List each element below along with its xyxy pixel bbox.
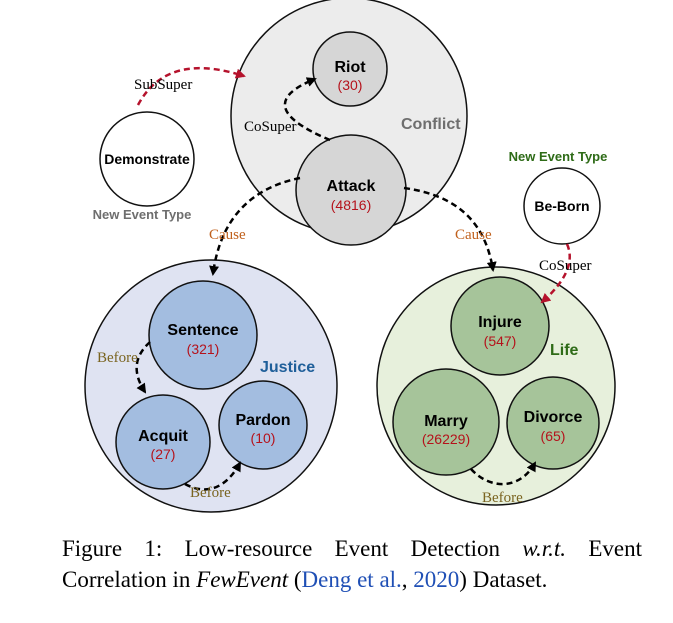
marry-name: Marry	[424, 413, 468, 430]
caption-dataset: FewEvent	[196, 567, 289, 592]
citation-author-link[interactable]: Deng et al.	[301, 567, 402, 592]
marry-count: (26229)	[422, 431, 470, 447]
cause-life-arrow	[403, 186, 497, 272]
demonstrate-node	[99, 111, 195, 207]
beborn-name: Be-Born	[534, 198, 589, 214]
beborn-tag: New Event Type	[509, 149, 608, 164]
subsuper-arrow	[136, 66, 246, 106]
caption-wrt: w.r.t.	[522, 536, 567, 561]
before-acquit-pardon-label: Before	[190, 485, 231, 501]
citation-year-link[interactable]: 2020	[413, 567, 460, 592]
sentence-node	[148, 280, 258, 390]
attack-count: (4816)	[331, 197, 371, 213]
riot-node	[312, 31, 388, 107]
justice-group-label: Justice	[260, 359, 315, 376]
life-group-label: Life	[550, 342, 579, 359]
cause-justice-label: Cause	[209, 227, 246, 243]
caption-open: (	[288, 567, 302, 592]
injure-name: Injure	[478, 314, 522, 331]
riot-name: Riot	[334, 59, 366, 76]
demonstrate-name: Demonstrate	[104, 151, 190, 167]
caption-prefix: Figure 1: Low-resource Event Detection	[62, 536, 523, 561]
event-correlation-diagram: Conflict Justice Life Riot (30) Attack (…	[84, 0, 616, 513]
acquit-node	[115, 394, 211, 490]
before-sentence-acquit-label: Before	[97, 350, 138, 366]
cosuper-life-label: CoSuper	[539, 258, 592, 274]
acquit-count: (27)	[151, 446, 176, 462]
beborn-node	[523, 167, 601, 245]
divorce-count: (65)	[541, 428, 566, 444]
demonstrate-tag: New Event Type	[93, 207, 192, 222]
attack-node	[295, 134, 407, 246]
divorce-node	[506, 376, 600, 470]
divorce-name: Divorce	[524, 409, 583, 426]
caption-close: ) Dataset.	[459, 567, 548, 592]
riot-count: (30)	[338, 77, 363, 93]
sentence-name: Sentence	[167, 322, 238, 339]
cosuper-life-arrow	[540, 243, 571, 304]
acquit-name: Acquit	[138, 428, 188, 445]
injure-node	[450, 276, 550, 376]
cause-life-label: Cause	[455, 227, 492, 243]
before-acquit-pardon-arrow	[184, 461, 242, 491]
subsuper-label: SubSuper	[134, 77, 192, 93]
before-marry-divorce-label: Before	[482, 490, 523, 506]
marry-node	[392, 368, 500, 476]
cause-justice-arrow	[209, 176, 301, 276]
pardon-node	[218, 380, 308, 470]
before-sentence-acquit-arrow	[135, 341, 151, 394]
sentence-count: (321)	[187, 341, 220, 357]
cosuper-conflict-label: CoSuper	[244, 119, 297, 135]
figure-caption: Figure 1: Low-resource Event Detection w…	[62, 533, 642, 595]
conflict-group-label: Conflict	[401, 116, 461, 133]
attack-name: Attack	[327, 178, 376, 195]
pardon-name: Pardon	[235, 412, 290, 429]
caption-comma: ,	[401, 567, 414, 592]
caption-mid: Event Correlation in	[62, 536, 642, 592]
injure-count: (547)	[484, 333, 517, 349]
pardon-count: (10)	[251, 430, 276, 446]
